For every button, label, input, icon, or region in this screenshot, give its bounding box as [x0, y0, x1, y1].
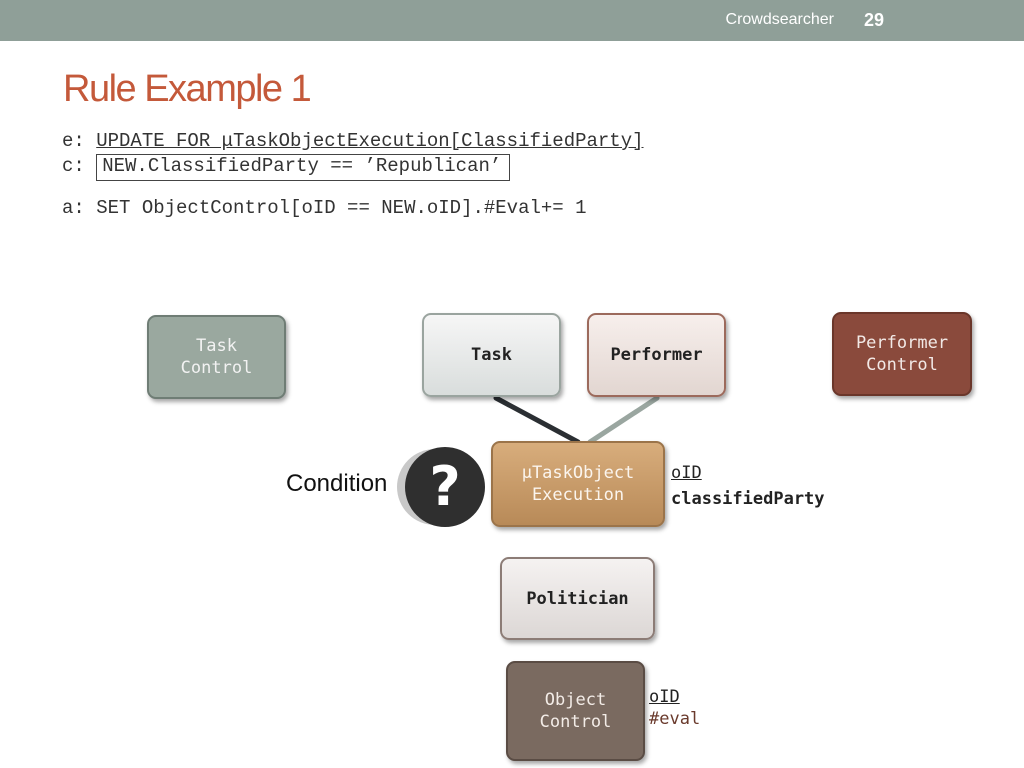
politician-node: Politician [500, 557, 655, 640]
performer-node: Performer [587, 313, 726, 397]
condition-label: Condition [286, 470, 388, 497]
rule-event-text: UPDATE FOR μTaskObjectExecution[Classifi… [96, 130, 644, 152]
rule-action-text: SET ObjectControl[oID == NEW.oID].#Eval+… [96, 197, 587, 219]
mtask-object-execution-label: μTaskObject Execution [521, 463, 635, 505]
slide-title: Rule Example 1 [63, 68, 312, 110]
performer-label: Performer [610, 345, 703, 365]
mtask-attr-field: classifiedParty [671, 489, 825, 509]
slide-header-bar: Crowdsearcher 29 [0, 0, 1024, 41]
objctl-attr-field: #eval [649, 709, 701, 729]
task-node: Task [422, 313, 561, 397]
task-control-node: Task Control [147, 315, 286, 399]
link-performer-to-mtask [587, 395, 660, 445]
object-control-node: Object Control [506, 661, 645, 761]
performer-control-node: Performer Control [832, 312, 972, 396]
task-control-label: Task Control [180, 336, 253, 378]
link-task-to-mtask [493, 395, 581, 445]
rule-condition-text: NEW.ClassifiedParty == ’Republican’ [96, 154, 511, 181]
task-label: Task [471, 345, 512, 365]
question-mark-icon: ? [405, 447, 485, 527]
object-control-attributes: oID #eval [649, 686, 700, 730]
mtask-attributes: oID classifiedParty [671, 462, 825, 510]
mtask-attr-key: oID [671, 463, 702, 483]
question-glyph: ? [429, 455, 461, 518]
performer-control-label: Performer Control [855, 333, 949, 375]
mtask-object-execution-node: μTaskObject Execution [491, 441, 665, 527]
page-number: 29 [864, 10, 885, 30]
rule-action-prefix: a: [62, 197, 97, 219]
object-control-label: Object Control [539, 690, 612, 732]
rule-condition-prefix: c: [62, 155, 97, 177]
rule-action-line: a: SET ObjectControl[oID == NEW.oID].#Ev… [62, 197, 587, 219]
politician-label: Politician [526, 588, 629, 609]
rule-condition-line: c: NEW.ClassifiedParty == ’Republican’ [62, 154, 511, 181]
objctl-attr-key: oID [649, 687, 680, 707]
rule-event-prefix: e: [62, 130, 97, 152]
header-brand: Crowdsearcher [725, 11, 834, 28]
rule-event-line: e: UPDATE FOR μTaskObjectExecution[Class… [62, 130, 644, 152]
